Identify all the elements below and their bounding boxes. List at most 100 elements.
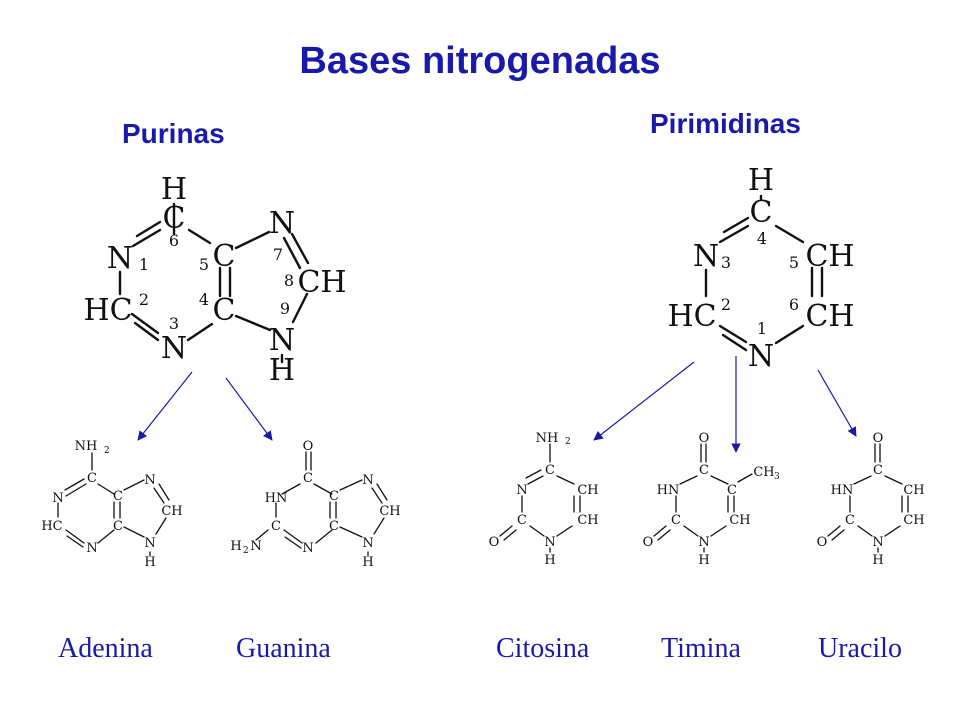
purine-atom-n1: N — [107, 241, 133, 276]
purine-atom-n3: N — [161, 331, 187, 366]
adenina-atom: N — [144, 536, 155, 551]
purine-number: 8 — [284, 271, 294, 290]
adenina-atom: NH — [75, 439, 98, 454]
purine-atom-n7: N — [269, 206, 295, 241]
label-adenina: Adenina — [58, 633, 153, 664]
citosina-structure: NH 2 C N CH C CH O N H — [489, 431, 599, 568]
uracilo-atom: C — [873, 463, 883, 478]
pyrimidine-atom-n1: N — [748, 339, 774, 374]
timina-atom: H — [698, 553, 709, 568]
citosina-atom: N — [516, 483, 527, 498]
purine-atom-ch8: CH — [297, 265, 346, 300]
citosina-atom: CH — [577, 483, 598, 498]
pyrimidine-number: 3 — [721, 253, 731, 272]
pyrimidine-number: 4 — [757, 229, 767, 248]
adenina-atom: C — [113, 519, 123, 534]
purine-number: 7 — [273, 245, 283, 264]
purine-number: 9 — [280, 299, 290, 318]
arrow-to-citosina — [593, 361, 695, 441]
label-uracilo: Uracilo — [818, 633, 902, 664]
purine-number: 1 — [139, 255, 149, 274]
guanina-atom: 2 — [243, 546, 249, 556]
purine-atom-hc2: HC — [83, 293, 132, 328]
purine-atom-c5: C — [213, 239, 236, 274]
guanina-structure: O C HN C C C N N CH N H H 2 N — [230, 439, 400, 570]
citosina-atom: 2 — [565, 437, 571, 447]
citosina-atom: O — [489, 535, 500, 550]
purine-ring-structure: H C N C C HC N N CH N H 1 2 3 4 5 6 7 8 … — [83, 172, 346, 388]
adenina-atom: C — [113, 489, 123, 504]
pyrimidine-atom-hc2: HC — [667, 299, 716, 334]
pyrimidine-number: 6 — [789, 295, 799, 314]
guanina-atom: N — [362, 473, 373, 488]
pyrimidine-ring-structure: H C N CH HC CH N 1 2 3 4 5 6 — [667, 163, 854, 374]
purine-number: 4 — [199, 290, 209, 309]
adenina-atom: HC — [41, 519, 62, 534]
pyrimidine-atom-n3: N — [693, 239, 719, 274]
purine-atom-n9: N — [269, 323, 295, 358]
purine-number: 2 — [139, 290, 149, 309]
purine-number: 3 — [169, 314, 179, 333]
pyrimidine-number: 2 — [721, 295, 731, 314]
purine-atom-c4: C — [213, 293, 236, 328]
guanina-atom: HN — [265, 491, 288, 506]
timina-atom: C — [699, 463, 709, 478]
timina-atom: O — [699, 431, 710, 446]
adenina-atom: C — [87, 471, 97, 486]
timina-atom: CH — [753, 465, 774, 480]
pyrimidine-atom-h: H — [748, 163, 774, 198]
pyrimidines-heading: Pirimidinas — [650, 108, 801, 139]
timina-structure: O C HN C CH 3 C CH O N H — [643, 431, 780, 568]
timina-atom: 3 — [774, 472, 780, 482]
timina-atom: HN — [657, 483, 680, 498]
pyrimidine-number: 5 — [789, 253, 799, 272]
label-timina: Timina — [661, 633, 741, 664]
uracilo-structure: O C HN CH C CH O N H — [817, 431, 925, 568]
timina-atom: C — [671, 513, 681, 528]
purine-atom-h9: H — [269, 353, 295, 388]
uracilo-atom: C — [845, 513, 855, 528]
arrow-to-uracilo — [817, 369, 857, 437]
page-title: Bases nitrogenadas — [299, 40, 661, 82]
citosina-atom: NH — [536, 431, 559, 446]
adenina-atom: N — [144, 473, 155, 488]
guanina-atom: N — [362, 536, 373, 551]
guanina-atom: N — [302, 541, 313, 556]
adenina-atom: 2 — [104, 446, 110, 456]
label-guanina: Guanina — [236, 633, 331, 664]
guanina-atom: O — [303, 439, 314, 454]
guanina-atom: N — [250, 539, 261, 554]
timina-atom: O — [643, 535, 654, 550]
arrows — [137, 356, 857, 453]
timina-atom: CH — [729, 513, 750, 528]
adenina-atom: N — [86, 541, 97, 556]
uracilo-atom: HN — [831, 483, 854, 498]
guanina-atom: CH — [379, 504, 400, 519]
uracilo-atom: CH — [903, 513, 924, 528]
citosina-atom: C — [517, 513, 527, 528]
citosina-atom: C — [545, 463, 555, 478]
pyrimidine-atom-ch5: CH — [805, 239, 854, 274]
arrow-to-adenina — [137, 371, 193, 441]
timina-atom: C — [727, 483, 737, 498]
pyrimidine-number: 1 — [757, 319, 767, 338]
uracilo-atom: CH — [903, 483, 924, 498]
citosina-atom: CH — [577, 513, 598, 528]
purine-atom-h: H — [161, 172, 187, 207]
pyrimidine-atom-ch6: CH — [805, 299, 854, 334]
adenina-atom: H — [144, 555, 155, 570]
timina-atom: N — [698, 535, 709, 550]
uracilo-atom: N — [872, 535, 883, 550]
guanina-atom: C — [271, 519, 281, 534]
citosina-atom: H — [544, 553, 555, 568]
uracilo-atom: H — [872, 553, 883, 568]
citosina-atom: N — [544, 535, 555, 550]
guanina-atom: C — [329, 519, 339, 534]
guanina-atom: C — [303, 471, 313, 486]
purine-atom-c6: C — [163, 201, 186, 236]
adenina-atom: N — [52, 491, 63, 506]
adenina-structure: NH 2 C N C HC C N N CH N H — [41, 439, 182, 570]
guanina-atom: C — [329, 489, 339, 504]
